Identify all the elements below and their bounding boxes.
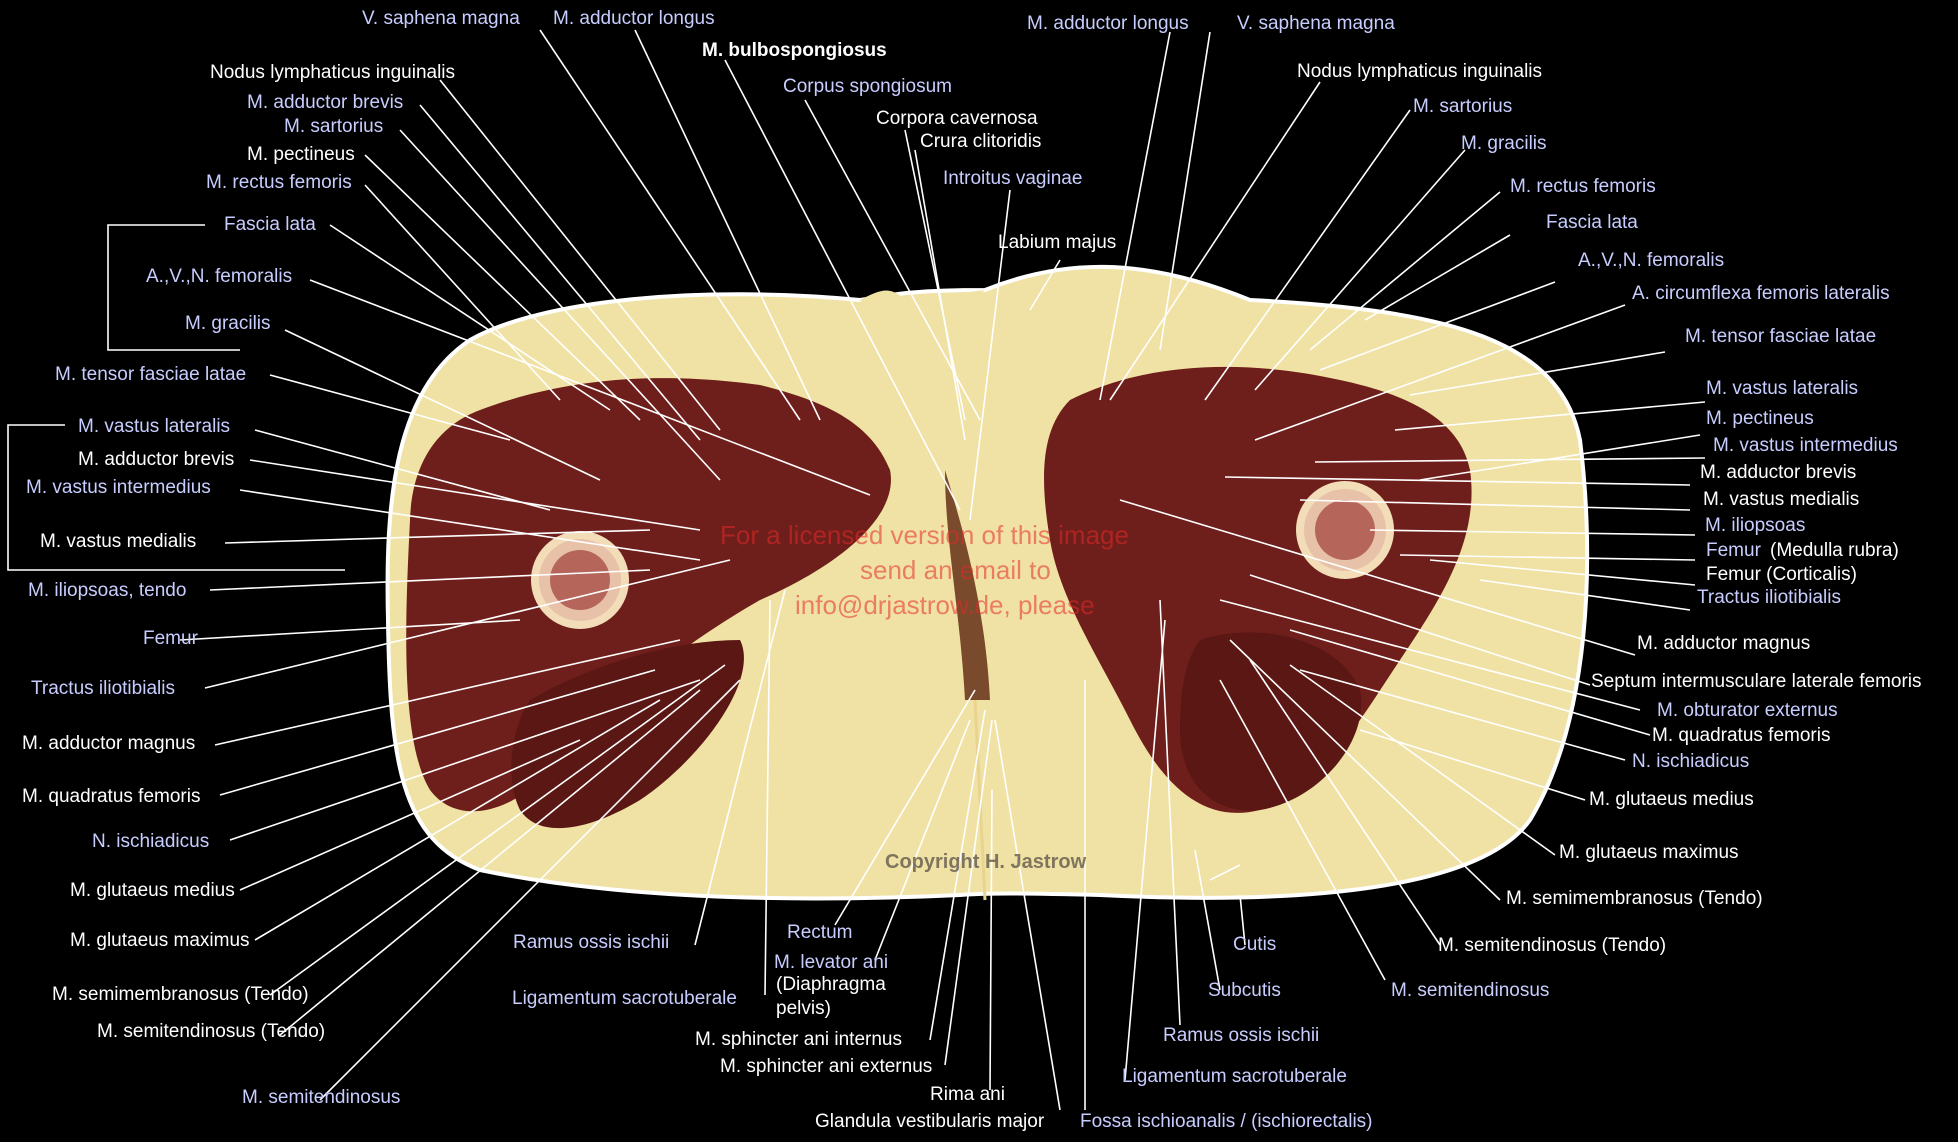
label-corpora-cavernosa: Corpora cavernosa [876, 108, 1038, 129]
label-l-semitendinosus: M. semitendinosus [242, 1087, 401, 1108]
label-r-femur-corticalis: Femur (Corticalis) [1706, 564, 1857, 585]
label-r-glut-medius: M. glutaeus medius [1589, 789, 1754, 810]
label-l-fascia-lata: Fascia lata [224, 214, 316, 235]
label-r-semitendinosus: M. semitendinosus [1391, 980, 1550, 1001]
leader-lines [179, 29, 1706, 1111]
right-thigh-muscles [1044, 366, 1472, 813]
left-bracket [7, 224, 345, 571]
label-glandula: Glandula vestibularis major [815, 1111, 1045, 1132]
label-labium-majus: Labium majus [998, 232, 1117, 253]
label-l-semimembranosus: M. semimembranosus (Tendo) [52, 984, 309, 1005]
label-l-adductor-brevis: M. adductor brevis [78, 449, 235, 470]
label-r-vastus-intermedius: M. vastus intermedius [1713, 435, 1898, 456]
label-r-femur-medulla: (Medulla rubra) [1770, 540, 1899, 561]
label-r-septum: Septum intermusculare laterale femoris [1591, 671, 1922, 692]
label-r-obturator: M. obturator externus [1657, 700, 1838, 721]
label-diaphragma-1: (Diaphragma [776, 974, 886, 995]
label-fossa: Fossa ischioanalis / (ischiorectalis) [1080, 1111, 1373, 1132]
label-l-adductor-brevis-top: M. adductor brevis [247, 92, 404, 113]
label-l-quadratus: M. quadratus femoris [22, 786, 201, 807]
label-r-avn-femoralis: A.,V.,N. femoralis [1578, 250, 1725, 271]
label-c-ramus: Ramus ossis ischii [513, 932, 670, 953]
label-l-glut-maximus: M. glutaeus maximus [70, 930, 250, 951]
watermark-line2: send an email to [860, 555, 1051, 585]
label-rectum: Rectum [787, 922, 853, 943]
label-rima-ani: Rima ani [930, 1084, 1005, 1105]
label-r-saphena-magna: V. saphena magna [1237, 13, 1395, 34]
label-l-iliopsoas-tendo: M. iliopsoas, tendo [28, 580, 187, 601]
label-l-nodus: Nodus lymphaticus inguinalis [210, 62, 456, 83]
label-l-glut-medius: M. glutaeus medius [70, 880, 235, 901]
label-r-vastus-lateralis: M. vastus lateralis [1706, 378, 1859, 399]
label-r-fascia-lata: Fascia lata [1546, 212, 1638, 233]
watermark-line1: For a licensed version of this image [720, 520, 1129, 550]
label-r-ischiadicus: N. ischiadicus [1632, 751, 1750, 772]
label-r-iliopsoas: M. iliopsoas [1705, 515, 1806, 536]
label-c-lig-sacro: Ligamentum sacrotuberale [512, 988, 737, 1009]
label-cutis: Cutis [1233, 934, 1277, 955]
label-r-pectineus: M. pectineus [1706, 408, 1814, 429]
label-corpus-spongiosum: Corpus spongiosum [783, 76, 952, 97]
label-l-tensor: M. tensor fasciae latae [55, 364, 247, 385]
label-l-tractus: Tractus iliotibialis [31, 678, 175, 699]
label-sphincter-externus: M. sphincter ani externus [720, 1056, 933, 1077]
label-l-pectineus: M. pectineus [247, 144, 355, 165]
label-l-rectus-femoris: M. rectus femoris [206, 172, 352, 193]
label-l-adductor-magnus: M. adductor magnus [22, 733, 196, 754]
label-r-adductor-longus: M. adductor longus [1027, 13, 1189, 34]
label-l-sartorius: M. sartorius [284, 116, 384, 137]
label-r-tractus: Tractus iliotibialis [1697, 587, 1841, 608]
label-l-femur: Femur [143, 628, 198, 649]
label-diaphragma-2: pelvis) [776, 998, 831, 1019]
label-r-circumflexa: A. circumflexa femoris lateralis [1632, 283, 1890, 304]
label-l-semitendinosus-tendo: M. semitendinosus (Tendo) [97, 1021, 326, 1042]
label-l-ischiadicus: N. ischiadicus [92, 831, 210, 852]
label-introitus-vaginae: Introitus vaginae [943, 168, 1083, 189]
label-r-adductor-brevis: M. adductor brevis [1700, 462, 1857, 483]
label-r-vastus-medialis: M. vastus medialis [1703, 489, 1860, 510]
label-r-glut-maximus: M. glutaeus maximus [1559, 842, 1739, 863]
label-l-vastus-medialis: M. vastus medialis [40, 531, 197, 552]
label-r-adductor-magnus: M. adductor magnus [1637, 633, 1811, 654]
label-levator-ani: M. levator ani [774, 952, 889, 973]
label-l-saphena-magna: V. saphena magna [362, 8, 520, 29]
label-r-gracilis: M. gracilis [1461, 133, 1547, 154]
label-r-semimembranosus: M. semimembranosus (Tendo) [1506, 888, 1763, 909]
label-sphincter-internus: M. sphincter ani internus [695, 1029, 902, 1050]
label-l-vastus-lateralis: M. vastus lateralis [78, 416, 231, 437]
left-thigh-muscles [406, 378, 891, 812]
label-r-sartorius: M. sartorius [1413, 96, 1513, 117]
label-r-tensor: M. tensor fasciae latae [1685, 326, 1877, 347]
label-r-semitendinosus-tendo: M. semitendinosus (Tendo) [1438, 935, 1667, 956]
watermark-line3: info@drjastrow.de, please [795, 590, 1095, 620]
label-l-adductor-longus: M. adductor longus [553, 8, 715, 29]
label-l-gracilis: M. gracilis [185, 313, 271, 334]
label-r-nodus: Nodus lymphaticus inguinalis [1297, 61, 1543, 82]
label-r-quadratus: M. quadratus femoris [1652, 725, 1831, 746]
label-l-avn-femoralis: A.,V.,N. femoralis [146, 266, 293, 287]
copyright-text: Copyright H. Jastrow [885, 851, 1087, 873]
label-subcutis: Subcutis [1208, 980, 1281, 1001]
label-l-vastus-intermedius: M. vastus intermedius [26, 477, 211, 498]
label-crura-clitoridis: Crura clitoridis [920, 131, 1042, 152]
label-r-rectus-femoris: M. rectus femoris [1510, 176, 1656, 197]
label-r-femur: Femur [1706, 540, 1761, 561]
label-cr-lig-sacro: Ligamentum sacrotuberale [1122, 1066, 1347, 1087]
label-bulbospongiosus: M. bulbospongiosus [702, 40, 887, 61]
label-cr-ramus: Ramus ossis ischii [1163, 1025, 1320, 1046]
perineum [945, 470, 990, 700]
